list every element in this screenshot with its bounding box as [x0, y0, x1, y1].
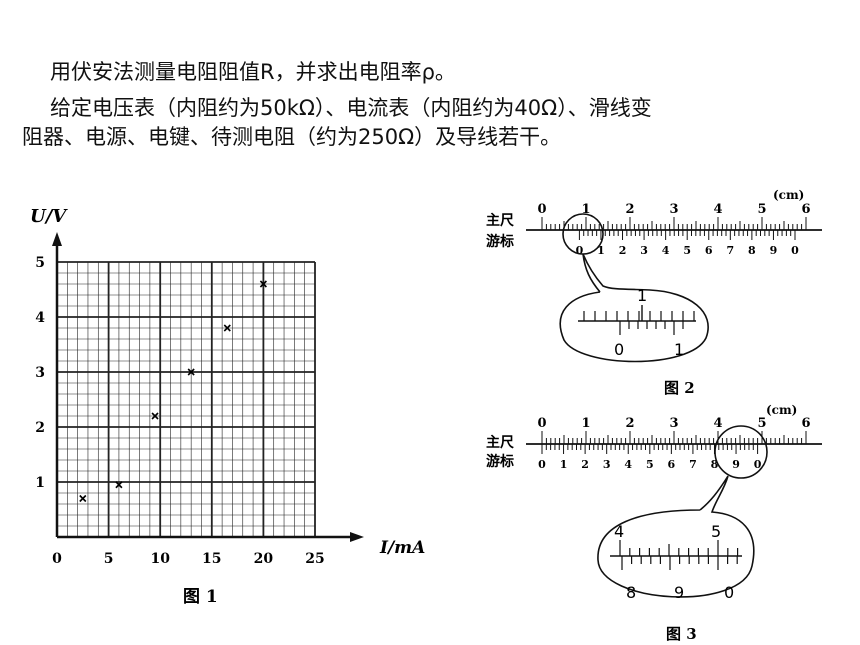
fig2-zoom-bottom-0: 0: [614, 340, 624, 359]
main-scale-number: 6: [801, 416, 810, 431]
fig3-vernier-label: 游标: [486, 453, 514, 470]
main-scale-number: 0: [537, 202, 546, 217]
fig1-y-label: U/V: [30, 206, 68, 227]
problem-line-3: 阻器、电源、电键、待测电阻（约为250Ω）及导线若干。: [22, 125, 562, 149]
main-scale-number: 5: [757, 202, 766, 217]
main-scale-number: 1: [581, 202, 590, 217]
fig3-callout-bubble: [597, 475, 755, 598]
fig1-data-point: [151, 412, 159, 420]
fig2-main-label: 主尺: [486, 212, 514, 229]
vernier-number: 9: [732, 458, 740, 471]
main-scale-number: 0: [537, 416, 546, 431]
main-scale-number: 4: [713, 416, 722, 431]
fig3-zoom-bottom-0: 8: [626, 583, 636, 602]
vernier-number: 5: [646, 458, 654, 471]
fig3-zoom-view: [610, 540, 742, 570]
fig1-x-label: I/mA: [379, 538, 425, 558]
vernier-number: 3: [603, 458, 611, 471]
fig3-zoom-bottom-1: 9: [674, 583, 684, 602]
fig3-zoom-bottom-2: 0: [724, 583, 734, 602]
fig1-data-point: [223, 324, 231, 332]
fig2-unit: (cm): [773, 188, 804, 202]
main-scale-number: 1: [581, 416, 590, 431]
fig3-zoom-top-1: 5: [711, 522, 721, 541]
vernier-number: 7: [726, 244, 734, 257]
main-scale-number: 3: [669, 202, 678, 217]
main-scale-number: 5: [757, 416, 766, 431]
fig1-data-point: [187, 368, 195, 376]
fig1-x-tick-labels: 0 5 10 15 20 25: [52, 551, 325, 567]
main-scale-number: 6: [801, 202, 810, 217]
fig1-data-point: [115, 481, 123, 489]
vernier-number: 6: [668, 458, 676, 471]
fig1-y-tick-labels: 1 2 3 4 5: [35, 255, 45, 491]
vernier-number: 6: [705, 244, 713, 257]
fig2-vernier-label: 游标: [486, 233, 514, 250]
fig1-y-tick: 2: [35, 420, 45, 436]
vernier-number: 0: [754, 458, 762, 471]
fig1-x-tick: 5: [104, 551, 114, 567]
fig1-y-tick: 4: [35, 310, 45, 326]
problem-line-2: 给定电压表（内阻约为50kΩ）、电流表（内阻约为40Ω）、滑线变: [50, 96, 652, 120]
fig2-callout-bubble: [559, 253, 709, 363]
fig1-x-tick: 0: [52, 551, 62, 567]
vernier-number: 1: [597, 244, 605, 257]
fig2-zoom-bottom-1: 1: [674, 340, 684, 359]
vernier-number: 1: [560, 458, 568, 471]
fig1-y-tick: 3: [35, 365, 45, 381]
vernier-number: 9: [770, 244, 778, 257]
fig3-zoom-top-0: 4: [614, 522, 624, 541]
fig1-data-point: [79, 494, 87, 503]
vernier-number: 2: [619, 244, 627, 257]
fig1-x-arrow: [350, 532, 364, 542]
vernier-number: 5: [683, 244, 691, 257]
fig3-caption: 图 3: [666, 625, 697, 643]
fig2-zoom-view: [578, 305, 696, 335]
fig2-caption: 图 2: [664, 379, 695, 397]
fig1-x-tick: 25: [305, 551, 324, 567]
main-scale-number: 2: [625, 202, 634, 217]
vernier-number: 0: [538, 458, 546, 471]
vernier-number: 3: [640, 244, 648, 257]
fig3-magnify-circle: [714, 425, 768, 479]
vernier-number: 7: [689, 458, 697, 471]
fig1-y-arrow: [52, 232, 62, 246]
fig1-data-points: [79, 280, 267, 503]
main-scale-number: 4: [713, 202, 722, 217]
fig1-x-tick: 20: [254, 551, 274, 567]
fig1-caption: 图 1: [183, 587, 218, 607]
fig1-graph: U/V I/mA 0 5 10 15 20 25 1 2 3 4 5 图 1: [30, 206, 425, 607]
main-scale-number: 2: [625, 416, 634, 431]
vernier-number: 8: [748, 244, 756, 257]
vernier-number: 0: [576, 244, 584, 257]
fig1-x-tick: 15: [202, 551, 221, 567]
fig1-data-point: [259, 280, 267, 288]
vernier-number: 8: [711, 458, 719, 471]
vernier-number: 4: [662, 244, 670, 257]
main-scale-number: 3: [669, 416, 678, 431]
fig3-unit: (cm): [766, 403, 797, 417]
vernier-number: 4: [624, 458, 632, 471]
fig2-zoom-top: 1: [637, 286, 647, 305]
problem-line-1: 用伏安法测量电阻阻值R，并求出电阻率ρ。: [50, 60, 456, 84]
fig3-main-label: 主尺: [486, 434, 514, 451]
fig1-x-tick: 10: [150, 551, 170, 567]
fig1-y-tick: 5: [35, 255, 45, 271]
fig1-y-tick: 1: [35, 475, 45, 491]
fig1-grid-paper: [56, 261, 316, 538]
vernier-number: 2: [581, 458, 589, 471]
vernier-number: 0: [791, 244, 799, 257]
